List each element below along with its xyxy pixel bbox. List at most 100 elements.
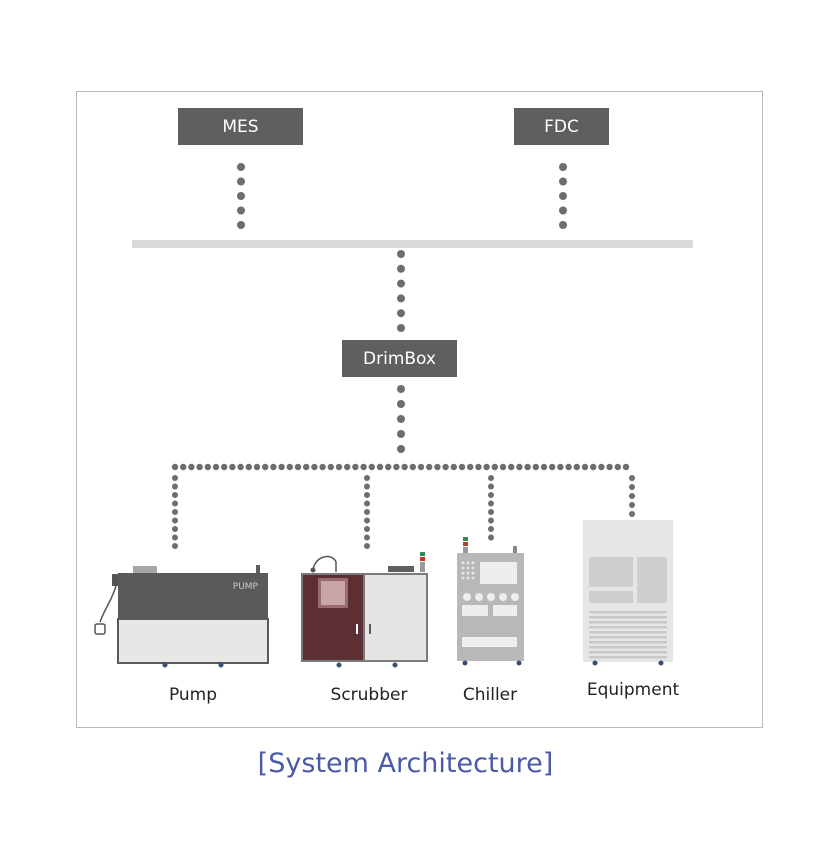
vent-stripe	[589, 626, 667, 629]
connector-dot	[488, 526, 494, 532]
connector-dot	[294, 463, 302, 471]
connector-dot	[237, 192, 245, 200]
drimbox-node: DrimBox	[342, 340, 457, 377]
connector-dot	[172, 543, 178, 549]
connector-dot	[368, 463, 375, 471]
connector-dot	[559, 221, 567, 229]
connector-dot	[172, 534, 178, 541]
connector-dot	[488, 483, 494, 490]
connector-dot	[245, 463, 252, 471]
mes-node: MES	[178, 108, 303, 145]
connector-dot	[364, 543, 370, 549]
connector-dot	[573, 463, 580, 471]
scrubber-label: Scrubber	[331, 685, 408, 705]
connector-dot	[188, 463, 195, 471]
connector-dot	[491, 463, 498, 471]
connector-dot	[397, 430, 405, 438]
diagram-frame	[76, 91, 763, 728]
equipment-label: Equipment	[587, 680, 680, 700]
vent-stripe	[589, 636, 667, 639]
equipment-icon	[583, 520, 673, 666]
connector-dot	[442, 463, 449, 471]
equipment-vents	[589, 611, 667, 659]
connector-dot	[364, 492, 370, 498]
connector-dot	[409, 463, 416, 471]
connector-dot	[559, 177, 567, 186]
connector-dot	[532, 463, 539, 471]
connector-dot	[364, 509, 370, 515]
connector-dot	[286, 463, 293, 471]
connector-dot	[508, 463, 515, 471]
connector-dot	[237, 163, 245, 171]
connector-dot	[237, 463, 244, 471]
connector-dot	[397, 400, 405, 408]
connector-dot	[397, 309, 405, 318]
connector-dot	[598, 463, 605, 471]
connector-dot	[172, 526, 178, 532]
connector-dot	[204, 463, 211, 471]
connector-dot	[606, 463, 613, 471]
connector-dot	[221, 463, 228, 471]
connector-dot	[488, 517, 494, 524]
pump-badge: PUMP	[233, 582, 259, 592]
vent-stripe	[589, 646, 667, 649]
connector-dot	[488, 534, 494, 541]
connector-dot	[397, 385, 405, 393]
connector-dot	[180, 463, 187, 471]
connector-dot	[376, 463, 384, 471]
connector-dot	[352, 463, 359, 471]
connector-dot	[565, 463, 572, 471]
network-bus	[132, 240, 693, 248]
connector-dot	[397, 324, 405, 332]
connector-dot	[393, 463, 400, 471]
fdc-node: FDC	[514, 108, 609, 145]
connector-dot	[172, 475, 178, 481]
pump-icon: PUMP	[94, 565, 269, 668]
connector-dot	[172, 500, 178, 507]
connector-dot	[344, 463, 351, 471]
connector-dot	[253, 463, 261, 471]
vent-stripe	[589, 656, 667, 659]
connector-dot	[524, 463, 531, 471]
connector-dot	[458, 463, 466, 471]
connector-dot	[488, 500, 494, 507]
connector-dot	[335, 463, 343, 471]
connector-dot	[270, 463, 277, 471]
connector-dot	[581, 463, 589, 471]
connector-dot	[559, 163, 567, 171]
connector-dot	[212, 463, 220, 471]
connector-dot	[450, 463, 457, 471]
connector-dot	[559, 192, 567, 200]
connector-dot	[434, 463, 441, 471]
connector-dot	[364, 483, 370, 490]
connector-dot	[488, 509, 494, 515]
connector-dot	[488, 475, 494, 481]
connector-dot	[397, 445, 405, 453]
connector-dot	[262, 463, 269, 471]
figure-caption: [System Architecture]	[257, 748, 554, 779]
connector-dot	[397, 279, 405, 288]
connector-dot	[303, 463, 310, 471]
connector-dot	[327, 463, 334, 471]
scrubber-icon	[301, 552, 428, 668]
drimbox-label: DrimBox	[363, 349, 436, 369]
connector-dot	[401, 463, 408, 471]
connector-dot	[237, 177, 245, 186]
connector-dot	[629, 502, 635, 508]
connector-dot	[364, 526, 370, 532]
connector-dot	[385, 463, 392, 471]
connector-dot	[196, 463, 203, 471]
connector-dot	[229, 463, 236, 471]
vent-stripe	[589, 631, 667, 634]
connector-dot	[364, 475, 370, 481]
connector-dot	[629, 511, 635, 517]
connector-dot	[397, 250, 405, 258]
connector-dot	[483, 463, 490, 471]
mes-label: MES	[222, 117, 258, 137]
connector-dot	[426, 463, 433, 471]
connector-dot	[172, 492, 178, 498]
connector-dot	[549, 463, 556, 471]
connector-dot	[172, 483, 178, 490]
vent-stripe	[589, 651, 667, 654]
connector-dot	[364, 500, 370, 507]
